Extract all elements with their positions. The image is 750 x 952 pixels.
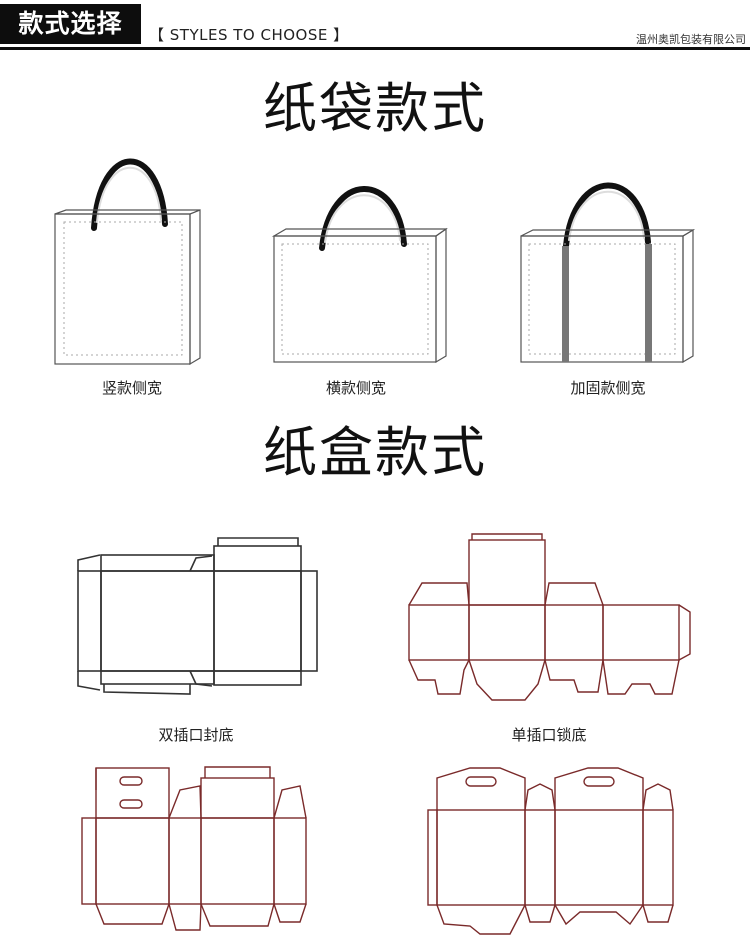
bags-section-title: 纸袋款式 <box>263 77 487 140</box>
header-subtitle: 【 STYLES TO CHOOSE 】 <box>149 26 349 44</box>
box-handle-illustration <box>427 767 674 935</box>
bag-caption-vertical: 竖款侧宽 <box>101 379 162 397</box>
bag-vertical-illustration <box>54 158 201 366</box>
bag-caption-horizontal: 横款侧宽 <box>325 379 386 397</box>
box-double-tuck-illustration <box>77 537 318 695</box>
page-header: 款式选择 【 STYLES TO CHOOSE 】 温州奥凯包装有限公司 <box>0 0 750 50</box>
bag-horizontal-illustration <box>271 186 448 364</box>
box-hanging-tab-illustration <box>81 766 307 931</box>
bag-reinforced-illustration <box>520 182 696 364</box>
boxes-section-title: 纸盒款式 <box>263 421 487 484</box>
box-caption-lock-bottom: 单插口锁底 <box>511 726 587 744</box>
header-divider <box>0 47 750 50</box>
bag-caption-reinforced: 加固款侧宽 <box>570 379 646 397</box>
box-lock-bottom-illustration <box>408 533 691 701</box>
header-badge: 款式选择 <box>0 4 141 44</box>
box-caption-double-tuck: 双插口封底 <box>158 726 234 744</box>
company-name: 温州奥凯包装有限公司 <box>636 33 746 46</box>
